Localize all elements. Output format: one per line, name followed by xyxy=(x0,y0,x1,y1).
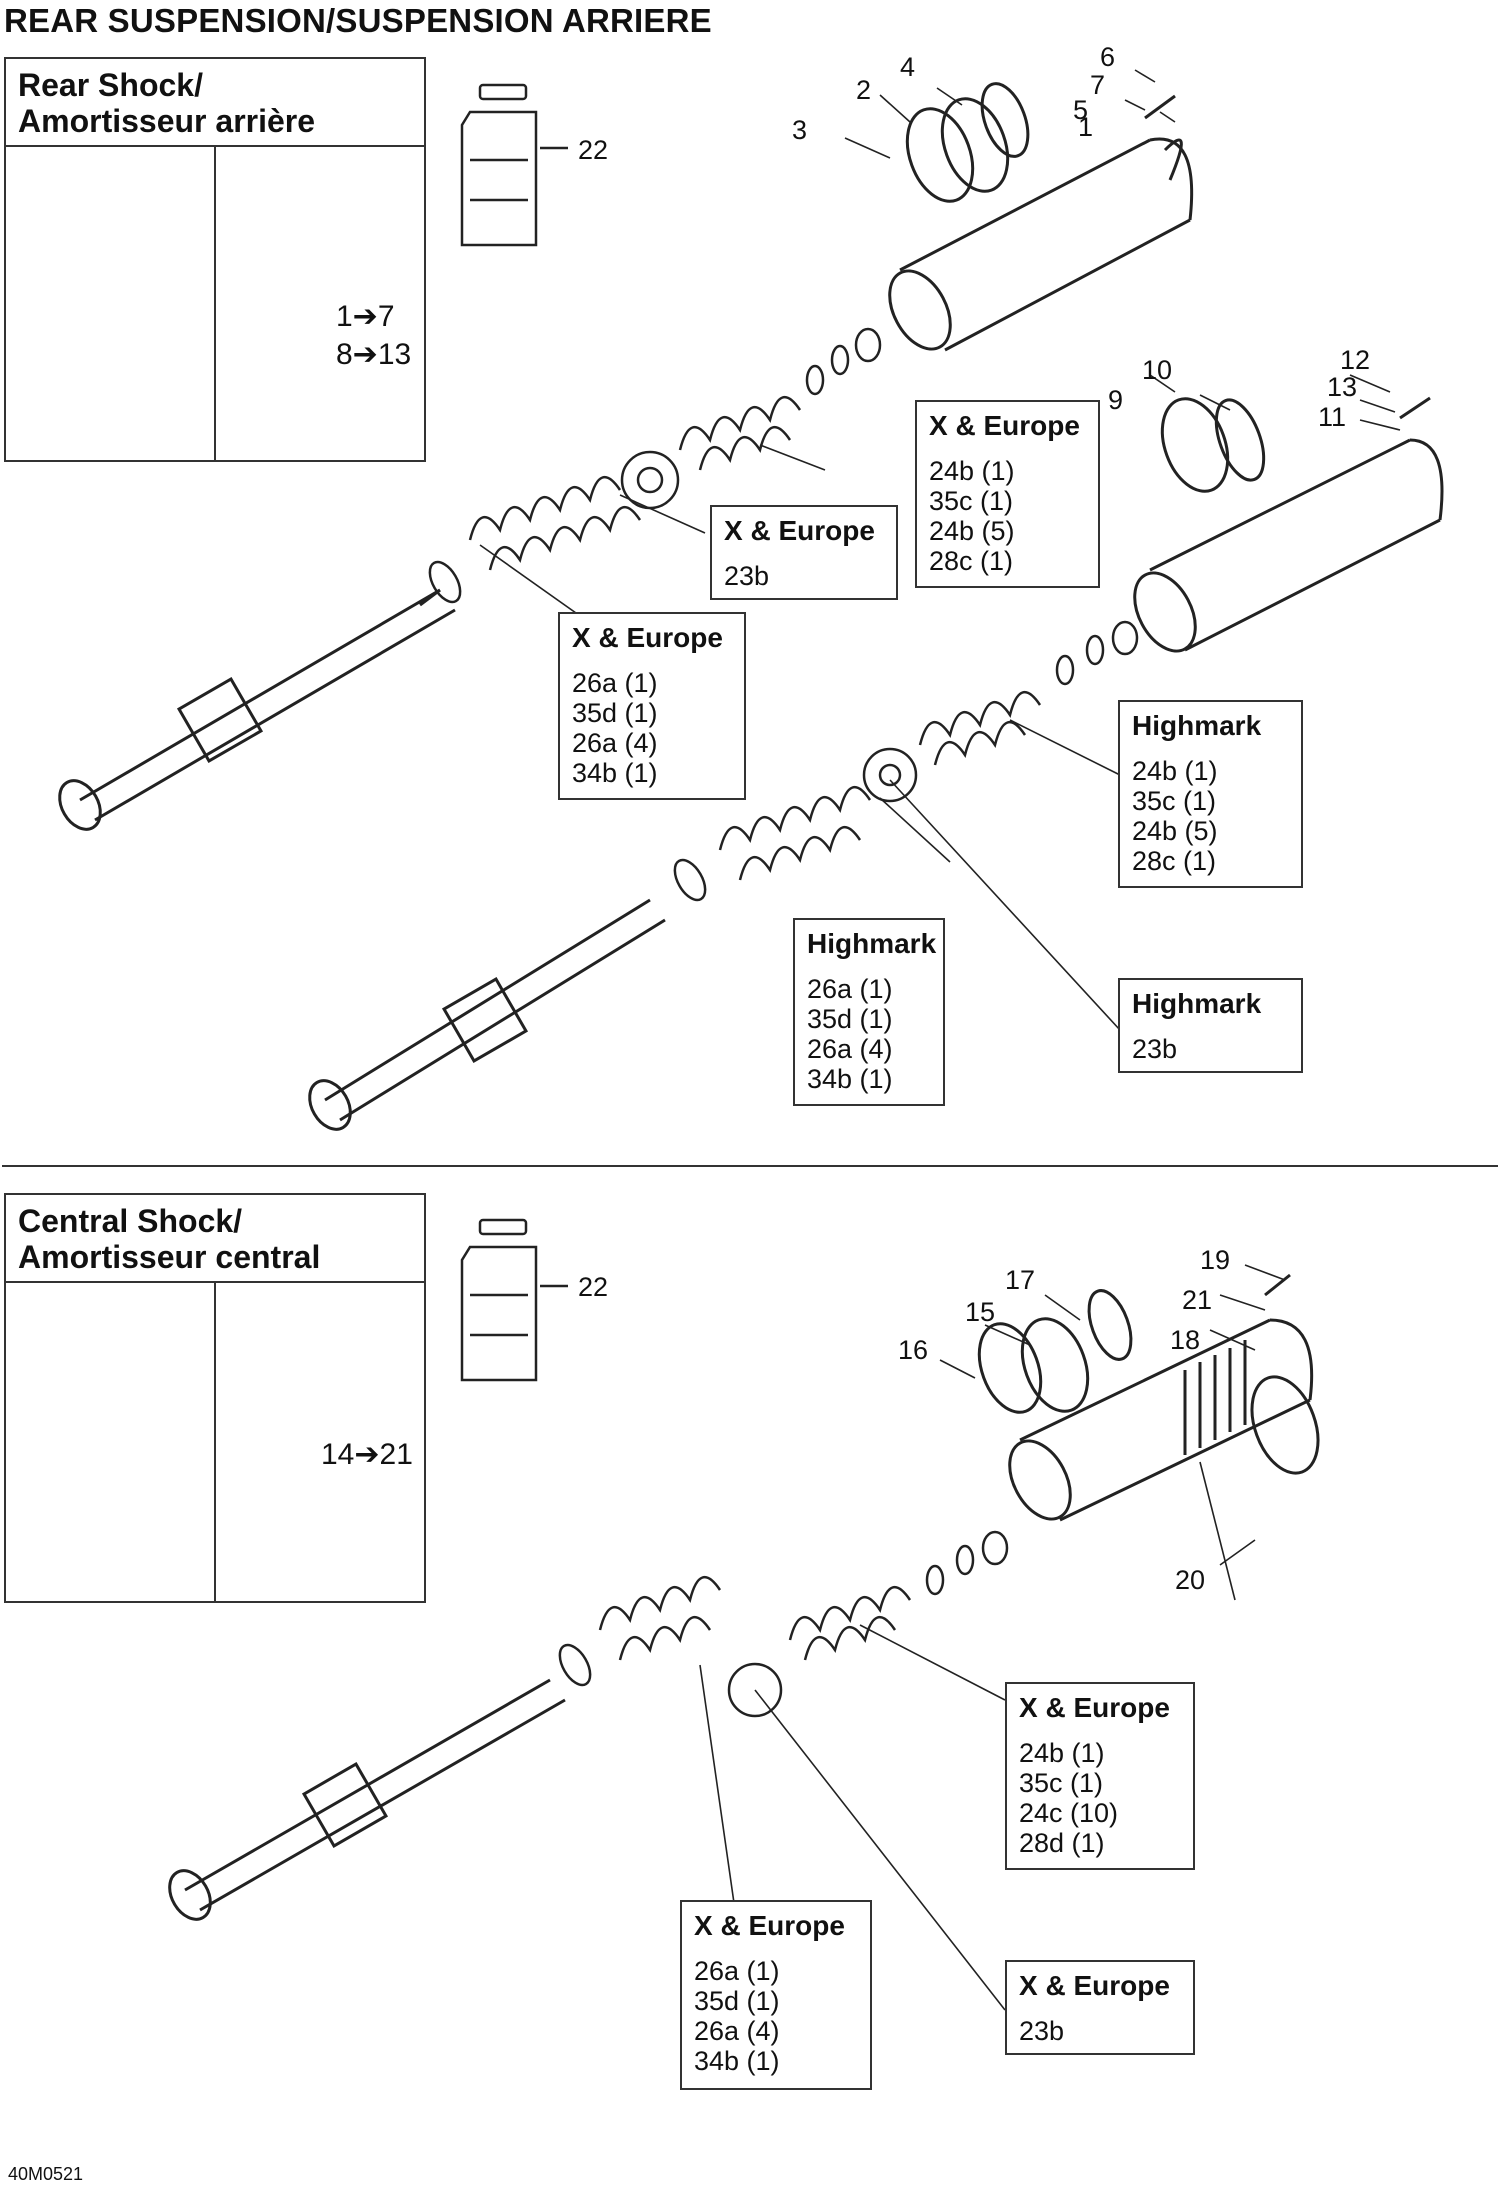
callout-line: 26a (4) xyxy=(807,1034,893,1064)
callout-rear1-upper-spring: X & Europe 24b (1) 35c (1) 24b (5) 28c (… xyxy=(915,400,1100,588)
callout-line: 23b xyxy=(1019,2016,1065,2046)
central-shock-title-fr: Amortisseur central xyxy=(18,1239,321,1275)
callout-line: 26a (4) xyxy=(694,2016,780,2046)
callout-line: 24b (1) xyxy=(1132,756,1218,786)
part-number-label: 3 xyxy=(792,115,808,145)
section-separator xyxy=(2,1165,1498,1167)
callout-rear2-lower-spring: Highmark 26a (1) 35d (1) 26a (4) 34b (1) xyxy=(793,918,945,1106)
callout-rear1-piston: X & Europe 23b xyxy=(710,505,898,600)
rear-shock-title-en: Rear Shock/ xyxy=(18,67,203,103)
rear-shock-panel-title: Rear Shock/ Amortisseur arrière xyxy=(6,59,424,147)
callout-line: 26a (4) xyxy=(572,728,658,758)
part-number-label: 12 xyxy=(1340,345,1371,375)
callout-line: 23b xyxy=(724,561,770,591)
callout-line: 26a (1) xyxy=(807,974,893,1004)
callout-line: 23b xyxy=(1132,1034,1178,1064)
callout-line: 24b (1) xyxy=(1019,1738,1105,1768)
part-number-label: 10 xyxy=(1142,355,1173,385)
part-number-label: 21 xyxy=(1182,1285,1213,1315)
central-shock-title-en: Central Shock/ xyxy=(18,1203,243,1239)
callout-heading: Highmark xyxy=(1132,710,1262,741)
part-number-label: 18 xyxy=(1170,1325,1201,1355)
rear-shock-assembly-1 xyxy=(58,82,1194,831)
callout-line: 34b (1) xyxy=(694,2046,780,2076)
callout-line: 26a (1) xyxy=(694,1956,780,1986)
rear-shock-assembly-2 xyxy=(308,396,1444,1131)
part-number-label: 13 xyxy=(1327,372,1358,402)
callout-central-upper-spring: X & Europe 24b (1) 35c (1) 24c (10) 28d … xyxy=(1005,1682,1195,1870)
callout-line: 35c (1) xyxy=(1132,786,1217,816)
callout-central-lower-spring: X & Europe 26a (1) 35d (1) 26a (4) 34b (… xyxy=(680,1900,872,2090)
part-number-label: 2 xyxy=(856,75,872,105)
callout-line: 35d (1) xyxy=(694,1986,780,2016)
callout-line: 28d (1) xyxy=(1019,1828,1105,1858)
page-title: REAR SUSPENSION/SUSPENSION ARRIERE xyxy=(4,2,712,39)
central-shock-assembly xyxy=(168,1273,1320,1921)
callout-line: 34b (1) xyxy=(572,758,658,788)
callout-rear2-piston: Highmark 23b xyxy=(1118,978,1303,1073)
central-shock-panel-title: Central Shock/ Amortisseur central xyxy=(6,1195,424,1283)
callout-line: 28c (1) xyxy=(929,546,1014,576)
callout-line: 24c (10) xyxy=(1019,1798,1119,1828)
panel-divider xyxy=(214,1283,216,1603)
callout-heading: X & Europe xyxy=(694,1910,845,1941)
callout-heading: X & Europe xyxy=(1019,1692,1170,1723)
callout-heading: X & Europe xyxy=(724,515,875,546)
part-number-label: 15 xyxy=(965,1297,996,1327)
callout-line: 24b (5) xyxy=(929,516,1015,546)
oil-bottle xyxy=(460,1218,568,1382)
callout-line: 35c (1) xyxy=(929,486,1014,516)
part-number-label: 22 xyxy=(578,1272,609,1302)
callout-heading: X & Europe xyxy=(572,622,723,653)
callout-central-piston: X & Europe 23b xyxy=(1005,1960,1195,2055)
callout-line: 35c (1) xyxy=(1019,1768,1104,1798)
callout-line: 35d (1) xyxy=(572,698,658,728)
part-number-label: 16 xyxy=(898,1335,929,1365)
figure-code: 40M0521 xyxy=(8,2164,84,2184)
callout-line: 28c (1) xyxy=(1132,846,1217,876)
callout-heading: X & Europe xyxy=(929,410,1080,441)
panel-divider xyxy=(214,147,216,462)
callout-line: 35d (1) xyxy=(807,1004,893,1034)
callout-line: 24b (1) xyxy=(929,456,1015,486)
rear-ref-range-1: 1➔7 xyxy=(336,300,395,333)
part-number-label: 20 xyxy=(1175,1565,1206,1595)
callout-line: 24b (5) xyxy=(1132,816,1218,846)
rear-ref-range-2: 8➔13 xyxy=(336,338,412,371)
callout-heading: X & Europe xyxy=(1019,1970,1170,2001)
part-number-label: 6 xyxy=(1100,42,1116,72)
oil-bottle xyxy=(460,83,568,247)
part-number-label: 17 xyxy=(1005,1265,1036,1295)
part-number-label: 4 xyxy=(900,52,916,82)
callout-line: 26a (1) xyxy=(572,668,658,698)
central-shock-panel: Central Shock/ Amortisseur central 14➔21 xyxy=(4,1193,426,1603)
part-number-label: 11 xyxy=(1318,402,1347,432)
callout-heading: Highmark xyxy=(807,928,937,959)
part-number-label: 5 xyxy=(1073,95,1089,125)
rear-shock-title-fr: Amortisseur arrière xyxy=(18,103,316,139)
part-number-label: 22 xyxy=(578,135,609,165)
central-ref-range: 14➔21 xyxy=(321,1438,413,1471)
callout-rear2-upper-spring: Highmark 24b (1) 35c (1) 24b (5) 28c (1) xyxy=(1118,700,1303,888)
callout-line: 34b (1) xyxy=(807,1064,893,1094)
part-number-label: 9 xyxy=(1108,385,1124,415)
part-number-label: 1 xyxy=(1078,112,1094,142)
part-number-label: 7 xyxy=(1090,70,1106,100)
part-number-label: 19 xyxy=(1200,1245,1231,1275)
callout-heading: Highmark xyxy=(1132,988,1262,1019)
callout-rear1-lower-spring: X & Europe 26a (1) 35d (1) 26a (4) 34b (… xyxy=(558,612,746,800)
rear-shock-panel: Rear Shock/ Amortisseur arrière 1➔7 8➔13 xyxy=(4,57,426,462)
